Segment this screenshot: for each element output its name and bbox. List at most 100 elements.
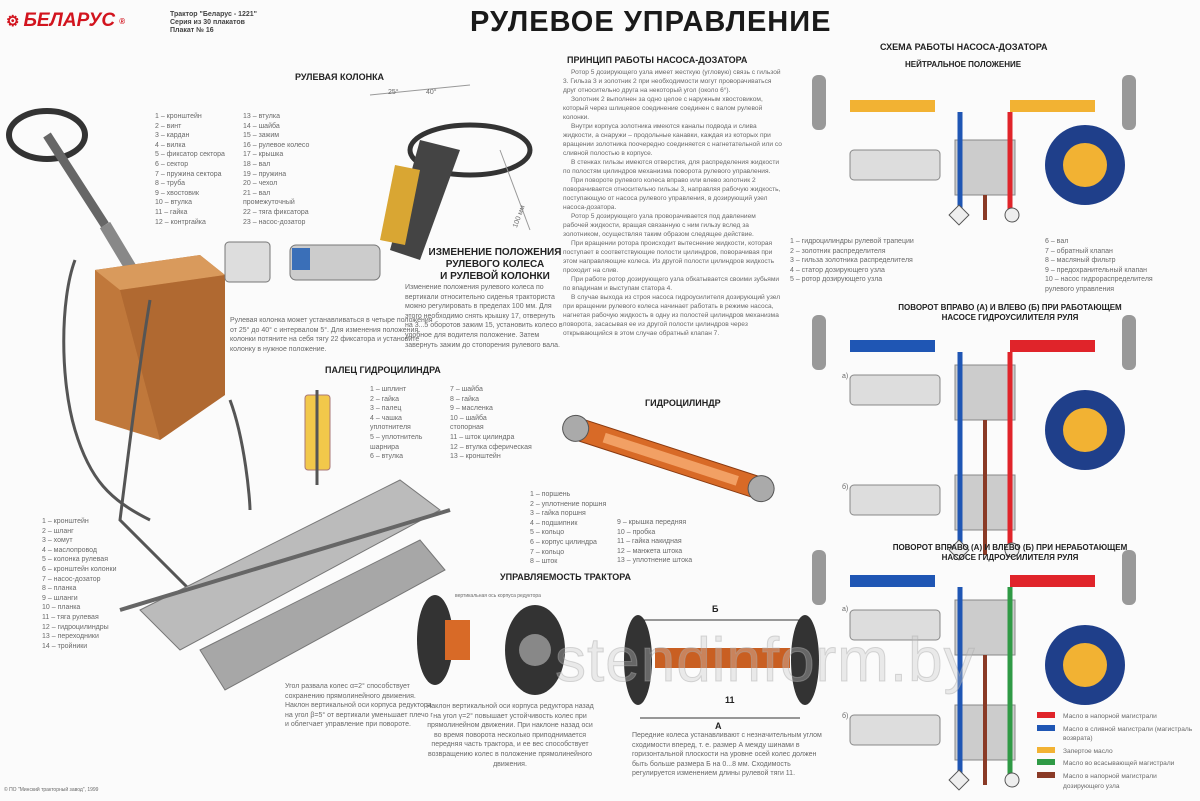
legend-label: Масло в напорной магистрали дозирующего … <box>1063 772 1157 790</box>
list-item: 8 – шток <box>530 558 558 566</box>
list-item: 13 – втулка <box>243 113 280 120</box>
wheel-right <box>1122 75 1136 130</box>
axis-label: вертикальная ось корпуса редуктора <box>455 593 541 599</box>
list-item: 11 – тяга рулевая <box>42 613 99 621</box>
legend-swatch <box>1037 759 1055 766</box>
list-item: 6 – втулка <box>370 453 404 461</box>
pump-symbol <box>1004 542 1020 558</box>
list-item: 9 – крышка передняя <box>617 519 687 526</box>
list-item: уплотнителя <box>370 424 411 432</box>
handling-title: УПРАВЛЯЕМОСТЬ ТРАКТОРА <box>500 572 631 582</box>
wheel-right <box>1122 315 1136 370</box>
legend-label: Масло в сливной магистрали (магистраль в… <box>1063 725 1193 743</box>
list-item: 8 – планка <box>42 585 77 593</box>
list-item: И РУЛЕВОЙ КОЛОНКИ <box>440 271 550 282</box>
list-item: РУЛЕВОГО КОЛЕСА <box>445 259 545 270</box>
cylinder-right <box>1010 340 1095 352</box>
list-item: 5 – кольцо <box>530 529 565 537</box>
wheel-right <box>1122 550 1136 605</box>
list-item: 1 – шплинт <box>370 386 407 393</box>
list-item: 10 – шайба <box>450 414 487 422</box>
legend-swatch <box>1037 712 1055 718</box>
dosing-rotor <box>1063 408 1107 452</box>
list-item: 2 – гайка <box>370 395 399 403</box>
dosing-rotor <box>1063 143 1107 187</box>
list-item: 2 – уплотнение поршня <box>530 500 607 508</box>
list-item: 10 – планка <box>42 604 81 612</box>
registered-mark: ® <box>119 16 126 26</box>
legend-swatch <box>1037 746 1055 753</box>
list-item: 17 – крышка <box>243 151 284 159</box>
list-item: 8 – масляный фильтр <box>1045 257 1116 265</box>
scheme-failed-title: ПОВОРОТ ВПРАВО (а) И ВЛЕВО (б) ПРИ НЕРАБ… <box>860 543 1160 563</box>
list-item: Трактор "Беларус - 1221" <box>170 11 258 18</box>
paragraph: При работе ротор дозирующего узла обкаты… <box>563 276 780 292</box>
steering-column-title: РУЛЕВАЯ КОЛОНКА <box>295 72 385 82</box>
legend-swatch <box>1037 771 1055 778</box>
paragraph: Золотник 2 выполнен за одно целое с нару… <box>563 96 763 121</box>
wheel-left <box>812 75 826 130</box>
list-item: 3 – хомут <box>42 537 73 545</box>
distributor-body <box>954 139 1016 196</box>
angle-40: 40° <box>426 89 437 96</box>
list-item: 8 – труба <box>155 180 186 188</box>
list-item: ПОВОРОТ ВПРАВО (а) И ВЛЕВО (б) ПРИ НЕРАБ… <box>892 543 1128 552</box>
dim-a: А <box>715 721 722 731</box>
list-item: шарнира <box>370 443 399 451</box>
page-title: РУЛЕВОЕ УПРАВЛЕНИЕ <box>470 6 832 38</box>
label-b: б) <box>842 484 849 491</box>
list-item: 7 – пружина сектора <box>155 170 222 178</box>
legend-swatch <box>1037 724 1055 731</box>
handling-caption-left: Угол развала колес α=2° способствует сох… <box>285 683 433 729</box>
legend-entry: Масло в напорной магистрали <box>1037 712 1197 722</box>
brand-name: БЕЛАРУС <box>23 10 116 31</box>
list-item: Серия из 30 плакатов <box>170 19 245 26</box>
pump-principle-title: ПРИНЦИП РАБОТЫ НАСОСА-ДОЗАТОРА <box>567 55 748 65</box>
list-item: 15 – зажим <box>243 132 280 140</box>
list-item: 8 – гайка <box>450 395 479 403</box>
dim-b: Б <box>712 604 719 614</box>
list-item: стопорная <box>450 424 484 432</box>
list-item: 9 – шланги <box>42 594 78 602</box>
hydrocylinders-drawing <box>119 479 451 691</box>
legend-entry: Масло во всасывающей магистрали <box>1037 759 1197 769</box>
oil-filter <box>948 204 970 226</box>
list-item: 1 – поршень <box>530 491 571 498</box>
list-item: рулевого управления <box>1045 285 1115 293</box>
list-item: 6 – вал <box>1045 238 1069 245</box>
list-item: 1 – гидроцилиндры рулевой трапеции <box>790 238 914 245</box>
list-item: 12 – контргайка <box>155 218 206 226</box>
list-item: 13 – кронштейн <box>450 453 501 461</box>
list-item: 21 – вал <box>243 189 271 197</box>
legend-entry: Запертое масло <box>1037 746 1197 757</box>
footer-copyright: © ПО "Минский тракторный завод", 1999 <box>4 787 99 793</box>
scheme-neutral-title: НЕЙТРАЛЬНОЕ ПОЛОЖЕНИЕ <box>905 60 1022 69</box>
dim-11: 11 <box>725 695 735 705</box>
list-item: 18 – вал <box>243 160 271 168</box>
list-item: 9 – предохранительный клапан <box>1045 266 1147 274</box>
paragraph: Внутри корпуса золотника имеются каналы … <box>563 123 782 157</box>
list-item: 12 – манжета штока <box>617 547 683 555</box>
list-item: 4 – статор дозирующего узла <box>790 266 885 274</box>
list-item: 22 – тяга фиксатора <box>243 208 309 216</box>
list-item: 6 – корпус цилиндра <box>530 538 597 546</box>
legend-label: Масло в напорной магистрали <box>1063 713 1157 720</box>
tractor-icon: ⚙ <box>6 13 20 30</box>
list-item: 10 – насос гидрораспределителя <box>1045 276 1153 284</box>
list-item: 1 – кронштейн <box>42 518 89 525</box>
paragraph: При повороте рулевого колеса вправо или … <box>563 177 781 211</box>
dosing-rotor <box>1063 643 1107 687</box>
hydraulic-schemes <box>812 75 1136 791</box>
spool-valve <box>849 609 941 641</box>
list-item: 10 – втулка <box>155 199 192 207</box>
list-item: 7 – обратный клапан <box>1045 247 1113 255</box>
list-item: 13 – переходники <box>42 633 99 641</box>
paragraph: Ротор 5 дозирующего узла имеет жесткую (… <box>563 69 781 94</box>
list-item: 10 – пробка <box>617 528 656 536</box>
steering-column-caption: Рулевая колонка может устанавливаться в … <box>230 317 433 353</box>
